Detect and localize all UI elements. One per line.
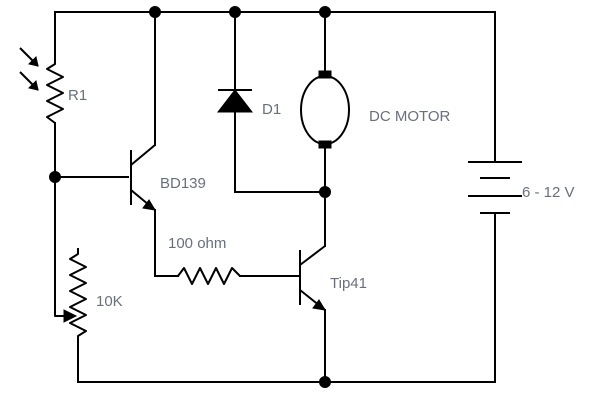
diode-d1: D1 <box>216 89 281 118</box>
tip41-label: Tip41 <box>330 275 367 292</box>
diode-anode-wire <box>234 111 326 193</box>
bd139-emitter-arrow-icon <box>142 199 156 211</box>
junction-dot <box>319 186 331 198</box>
diode-triangle-icon <box>216 89 254 113</box>
transistor-bd139: BD139 <box>130 144 206 211</box>
motor-brush-top <box>318 70 332 79</box>
resistor-zigzag <box>177 267 241 285</box>
junction-dot <box>229 6 241 18</box>
dc-motor: DC MOTOR <box>300 70 451 149</box>
wires <box>54 11 496 383</box>
battery-supply: 6 - 12 V <box>468 161 575 214</box>
motor-brush-bottom <box>318 140 332 149</box>
bd139-emitter-wire <box>154 209 179 277</box>
ldr-label: R1 <box>68 87 87 104</box>
ldr-resistor-zigzag <box>46 58 64 124</box>
potentiometer-label: 10K <box>96 293 123 310</box>
bd139-collector-lead <box>130 144 156 166</box>
tip41-collector-lead <box>299 245 326 266</box>
junction-dot <box>319 376 331 388</box>
tip41-emitter-arrow-icon <box>312 299 326 311</box>
transistor-tip41: Tip41 <box>299 245 367 311</box>
supply-label: 6 - 12 V <box>522 184 575 201</box>
motor-circle <box>300 75 350 145</box>
junction-dots <box>49 6 331 388</box>
bottom-rail-wire <box>77 212 496 383</box>
pot-wiper-arrow-icon <box>63 309 78 323</box>
motor-label: DC MOTOR <box>369 108 451 125</box>
junction-dot <box>49 171 61 183</box>
light-arrows-icon <box>19 47 39 91</box>
resistor-label: 100 ohm <box>168 235 226 252</box>
diode-label: D1 <box>262 101 281 118</box>
junction-dot <box>319 6 331 18</box>
junction-dot <box>149 6 161 18</box>
top-rail-wire <box>54 11 496 163</box>
bd139-label: BD139 <box>160 175 206 192</box>
pot-resistor-zigzag <box>69 248 87 348</box>
resistor-100-ohm: 100 ohm <box>168 235 241 285</box>
pot-wiper-wire <box>54 300 66 317</box>
potentiometer-10k: 10K <box>54 248 123 348</box>
ldr-r1: R1 <box>19 47 87 124</box>
